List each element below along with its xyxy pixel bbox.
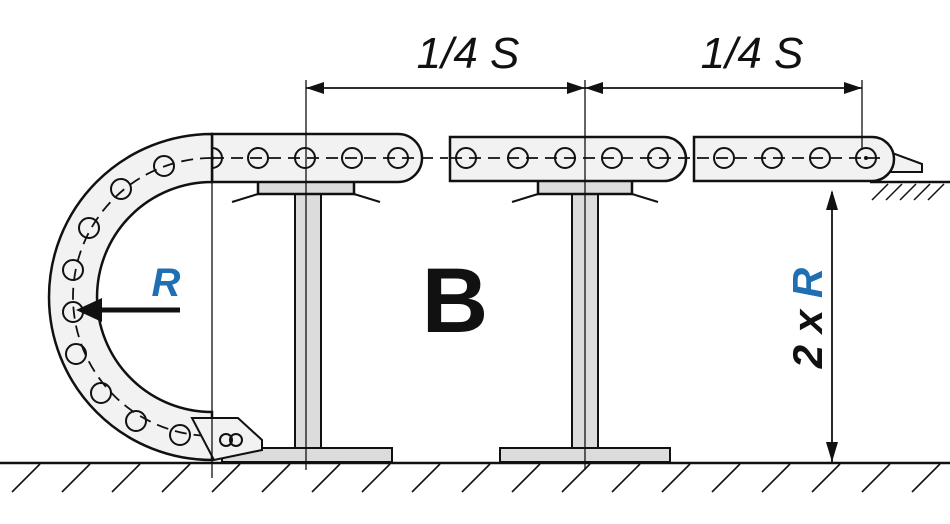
chain-segment-3 [692,135,896,183]
radius-arrow [76,298,180,322]
height-dimension [826,190,838,462]
height-label-prefix: 2 x [784,298,831,369]
floor [0,461,950,493]
reference-lines [211,80,863,478]
chain-bend-body [47,132,214,462]
floor-hatching [11,463,941,493]
dimension-label-right: 1/4 S [701,29,804,78]
chain-upper-run [201,132,896,184]
support-left-post [294,193,322,449]
support-left [221,158,393,463]
radius-label: R [152,261,181,305]
height-label-var: R [784,267,831,298]
chain-bend [47,132,263,462]
dimension-arrows [306,82,862,94]
dimension-label-left: 1/4 S [417,29,520,78]
chain-segment-2 [448,135,688,183]
end-bracket-bottom [190,417,263,462]
height-label: 2 x R [784,267,831,369]
variant-letter: B [422,250,488,352]
